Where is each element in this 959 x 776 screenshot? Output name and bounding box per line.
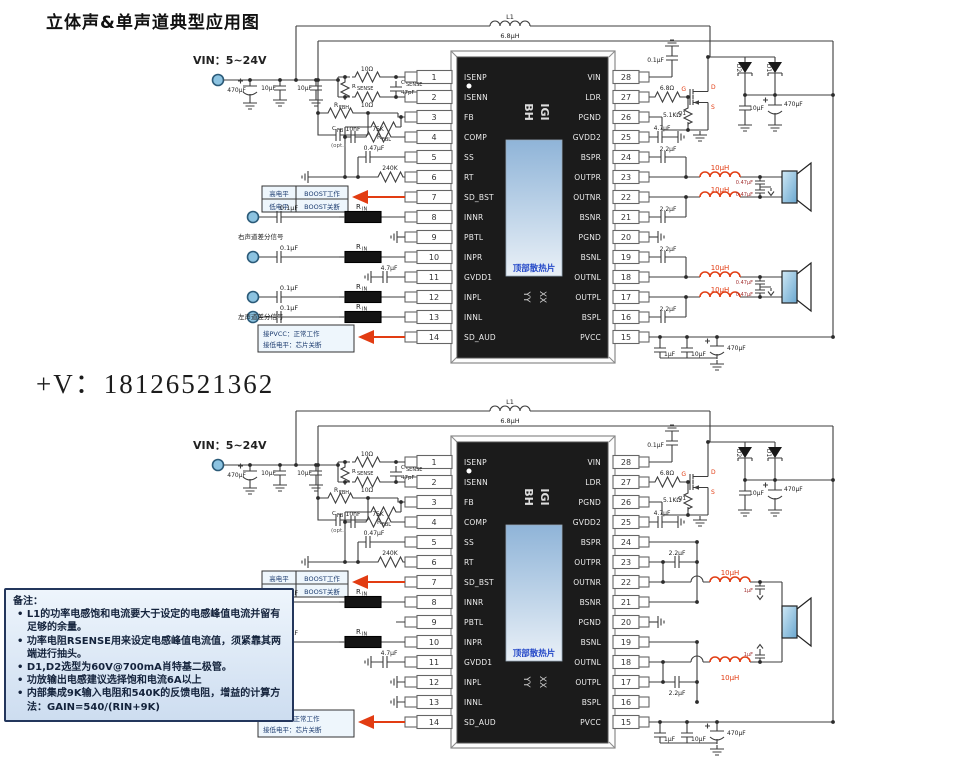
ground-arrow: [756, 591, 764, 601]
note-item: 内部集成9K输入电阻和540K的反馈电阻，增益的计算方法：GAIN=540/(R…: [13, 687, 285, 713]
ground-arrow-up: [756, 643, 764, 653]
cap-2.2uF-bst-bot: [668, 675, 686, 689]
ground-inpl: [390, 675, 398, 689]
label-1uF: 1μF: [744, 588, 753, 594]
label-10uH: 10μH: [721, 674, 740, 682]
label-1uF: 1μF: [744, 652, 753, 658]
ground-innl: [390, 695, 398, 709]
amplifier-chip-stereo: [405, 51, 649, 363]
cap-2.2uF-bst-top: [668, 555, 686, 569]
mono-circuit-outputs: 2.2μF 10μH 1μF 2.2μF 10μH 1μF: [390, 540, 812, 709]
contact-phone: +V：18126521362: [36, 369, 275, 399]
note-item: 功率电阻RSENSE用来设定电感峰值电流值，须紧靠其两端进行抽头。: [13, 635, 285, 661]
page-title: 立体声&单声道典型应用图: [46, 13, 260, 33]
ground-pgnd: [657, 615, 665, 629]
inductor-10uH-top: [709, 576, 751, 583]
speaker-mono-icon: [781, 597, 812, 647]
notes-title: 备注：: [13, 596, 43, 607]
note-item: D1,D2选型为60V@700mA肖特基二极管。: [13, 661, 285, 674]
label-2.2uF: 2.2μF: [669, 550, 686, 557]
notes-box: 备注： L1的功率电感饱和电流要大于设定的电感峰值电流并留有足够的余量。 功率电…: [4, 588, 294, 722]
wire-hop: [690, 655, 704, 663]
label-10uH: 10μH: [721, 569, 740, 577]
amplifier-chip-mono: [405, 436, 649, 748]
label-2.2uF: 2.2μF: [669, 690, 686, 697]
wire-hop: [690, 575, 704, 583]
note-item: 功放输出电感建议选择饱和电流6A以上: [13, 674, 285, 687]
junction-dots: [661, 540, 762, 704]
note-item: L1的功率电感饱和电流要大于设定的电感峰值电流并留有足够的余量。: [13, 608, 285, 634]
